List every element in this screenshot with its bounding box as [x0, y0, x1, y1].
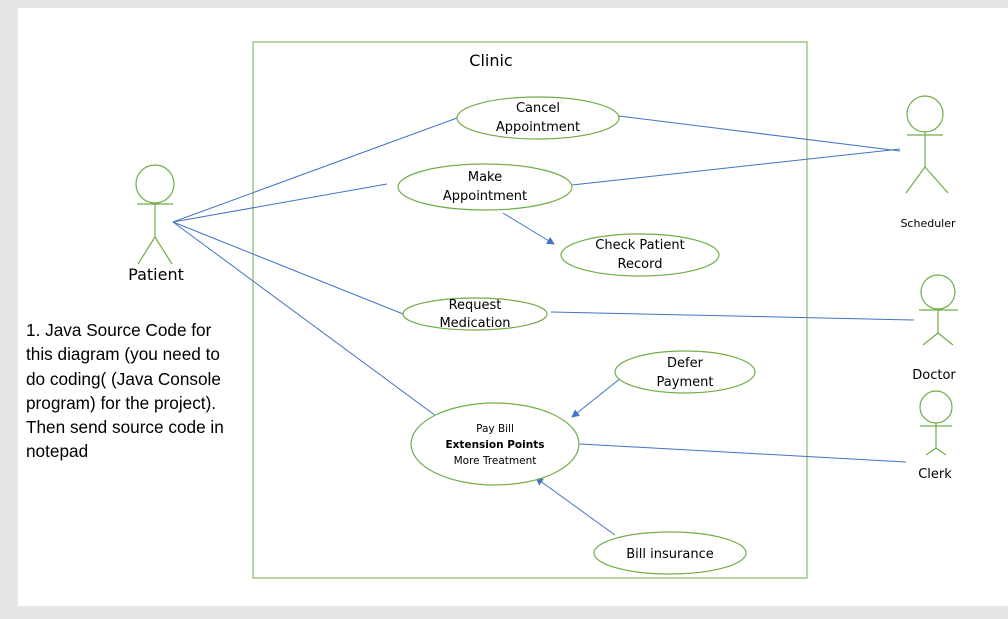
assoc-patient-request — [172, 221, 404, 315]
use-case-label: Payment — [657, 375, 714, 390]
use-case-label: Appointment — [496, 120, 580, 135]
assoc-patient-pay — [172, 221, 437, 417]
assoc-cancel-scheduler — [618, 115, 901, 152]
assoc-patient-make — [172, 183, 388, 223]
assoc-patient-cancel — [172, 117, 458, 223]
use-case-label: Medication — [439, 316, 510, 331]
use-case-pay-bill: Pay Bill Extension Points More Treatment — [410, 402, 580, 486]
use-case-label: Appointment — [443, 189, 527, 204]
extend-arrow-defer-pay — [571, 377, 622, 418]
use-case-cancel-appointment: Cancel Appointment — [456, 96, 620, 140]
use-case-request-medication: Request Medication — [402, 297, 548, 331]
use-case-label: Cancel — [516, 101, 560, 116]
use-case-check-patient-record: Check Patient Record — [560, 233, 720, 277]
use-case-bill-insurance: Bill insurance — [593, 531, 747, 575]
assignment-note: 1. Java Source Code for this diagram (yo… — [26, 320, 224, 462]
system-boundary — [252, 41, 808, 579]
system-title: Clinic — [469, 51, 512, 70]
use-case-label: Record — [618, 257, 663, 272]
actor-patient: Patient — [128, 164, 184, 284]
assoc-make-scheduler — [571, 148, 901, 186]
use-case-label: Check Patient — [595, 238, 684, 253]
use-case-diagram: Clinic Cancel Appointment Make Appointme… — [128, 41, 958, 579]
actor-label: Clerk — [918, 467, 952, 482]
actor-label: Doctor — [912, 368, 956, 383]
actor-label: Scheduler — [900, 217, 956, 230]
extension-points-label: Extension Points — [445, 439, 544, 451]
use-case-label: Bill insurance — [626, 547, 713, 562]
diagram-canvas: Clinic Cancel Appointment Make Appointme… — [18, 8, 1008, 606]
actor-scheduler: Scheduler — [900, 95, 956, 230]
use-case-label: Make — [468, 170, 502, 185]
use-case-defer-payment: Defer Payment — [614, 350, 756, 394]
include-arrow-make-check — [502, 212, 555, 245]
extend-arrow-insurance-pay — [535, 477, 616, 536]
assoc-request-doctor — [550, 311, 915, 321]
use-case-make-appointment: Make Appointment — [397, 163, 573, 211]
use-case-label: Request — [449, 298, 502, 313]
actor-clerk: Clerk — [918, 390, 953, 482]
use-case-label: Defer — [667, 356, 704, 371]
assoc-pay-clerk — [579, 443, 907, 463]
actor-label: Patient — [128, 265, 184, 284]
actor-doctor: Doctor — [912, 274, 958, 383]
use-case-label: Pay Bill — [476, 423, 514, 435]
extension-point-item: More Treatment — [454, 455, 537, 467]
